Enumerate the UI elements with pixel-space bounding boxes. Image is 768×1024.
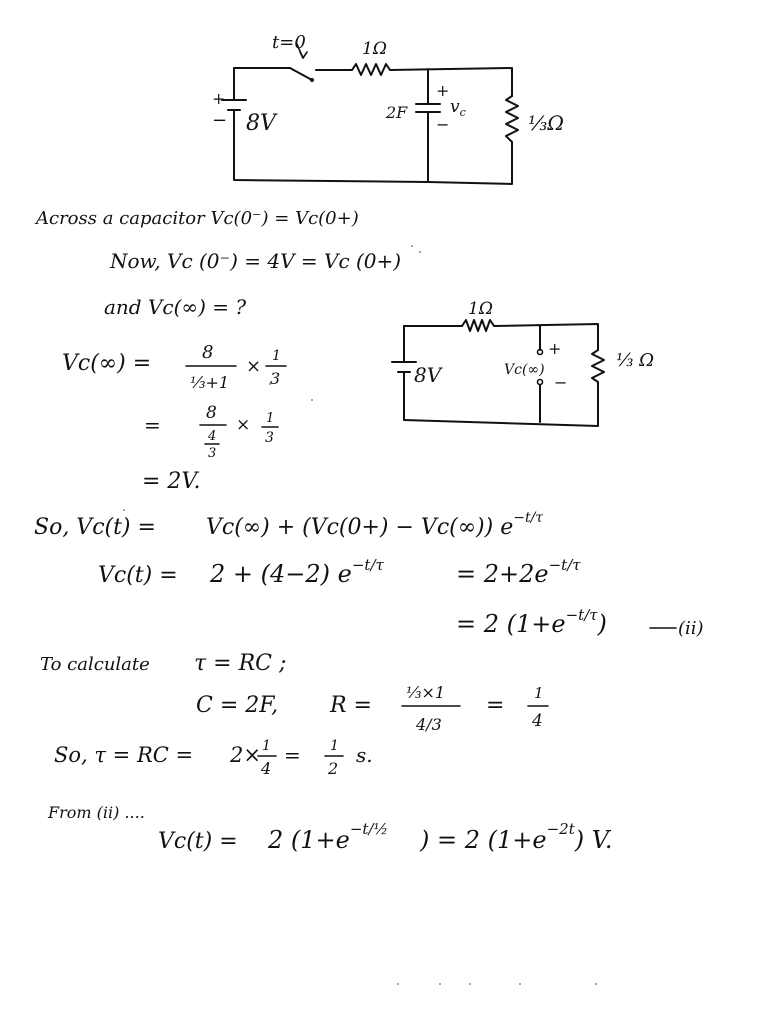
series-resistor-label: 1Ω — [362, 39, 387, 59]
svg-text:1: 1 — [266, 411, 274, 426]
svg-text:3: 3 — [270, 369, 280, 388]
svg-text:=: = — [284, 743, 301, 767]
svg-text:4/3: 4/3 — [415, 715, 442, 734]
source-value-2: 8V — [414, 363, 444, 387]
line-across-capacitor: Across a capacitor Vc(0⁻) = Vc(0+) — [34, 208, 359, 229]
svg-text:2 (1+e−t/½: 2 (1+e−t/½ — [267, 820, 388, 854]
svg-text:C = 2F,: C = 2F, — [196, 693, 278, 718]
svg-text:3: 3 — [208, 446, 216, 461]
equation-tag: (ii) — [678, 618, 704, 639]
plus-sign-2: + — [548, 339, 561, 358]
line-to-calculate: To calculate — [40, 654, 150, 675]
svg-text:1: 1 — [262, 738, 271, 754]
svg-text:8: 8 — [206, 403, 217, 423]
vc-infinity-label: Vc(∞) — [504, 362, 545, 378]
circuit-2: 1Ω 8V Vc(∞) + − ⅓ Ω — [391, 299, 654, 427]
svg-text:) = 2 (1+e−2t) V.: ) = 2 (1+e−2t) V. — [419, 820, 612, 854]
svg-text:s.: s. — [356, 743, 373, 767]
svg-text:1: 1 — [330, 738, 339, 754]
svg-text:×: × — [236, 415, 250, 435]
svg-text:2×: 2× — [229, 743, 261, 767]
svg-text:=: = — [486, 693, 504, 718]
source-minus: − — [212, 110, 227, 131]
series-resistor-label-2: 1Ω — [468, 299, 493, 319]
line-vct-sub-b: 2 + (4−2) e−t/τ — [209, 556, 384, 588]
resistor-1ohm — [351, 63, 391, 76]
line-vct-sub-c: = 2+2e−t/τ — [456, 556, 581, 588]
line-tau-rc: τ = RC ; — [194, 651, 286, 676]
result-2v: = 2V. — [142, 469, 200, 494]
svg-text:=: = — [144, 413, 161, 437]
cap-plus: + — [436, 81, 449, 100]
svg-text:Vc(∞) =: Vc(∞) = — [62, 351, 151, 376]
circuit-1: t=0 1Ω + − 8V 2F + − vc ⅓Ω — [212, 32, 564, 185]
resistor-third-ohm-2 — [591, 349, 605, 383]
source-value: 8V — [246, 111, 278, 136]
svg-text:R =: R = — [329, 693, 372, 718]
line-now: Now, Vc (0⁻) = 4V = Vc (0+) — [109, 249, 401, 273]
scan-artifacts — [123, 245, 597, 985]
line-tau-value: So, τ = RC = 2× 1 4 = 1 2 s. — [54, 738, 373, 778]
line-from-ii: From (ii) .... — [47, 803, 145, 822]
svg-text:So, τ = RC =: So, τ = RC = — [54, 743, 193, 767]
resistor-third-ohm — [505, 95, 519, 143]
svg-text:1: 1 — [534, 684, 544, 702]
svg-text:×: × — [246, 356, 261, 377]
cap-minus: − — [436, 115, 449, 134]
minus-sign-2: − — [554, 373, 567, 392]
shunt-resistor-label-2: ⅓ Ω — [616, 350, 654, 371]
line-final-result: Vc(t) = 2 (1+e−t/½ ) = 2 (1+e−2t) V. — [158, 820, 612, 854]
source-plus: + — [212, 89, 225, 108]
svg-text:Vc(t) =: Vc(t) = — [158, 829, 238, 854]
svg-text:3: 3 — [265, 430, 274, 446]
cap-voltage: vc — [450, 97, 466, 119]
resistor-1ohm-2 — [461, 319, 495, 332]
svg-text:⅓×1: ⅓×1 — [406, 683, 445, 702]
svg-text:4: 4 — [531, 711, 543, 731]
line-so-vct: So, Vc(t) = — [34, 515, 156, 540]
line-and-vc-infinity: and Vc(∞) = ? — [104, 295, 246, 319]
line-c-r-values: C = 2F, R = ⅓×1 4/3 = 1 4 — [196, 683, 549, 734]
vc-infinity-calc-2: = 8 4 3 × 1 3 — [144, 403, 279, 461]
svg-text:4: 4 — [207, 429, 216, 444]
line-vct-factored: = 2 (1+e−t/τ) — [456, 606, 607, 638]
svg-text:⅓+1: ⅓+1 — [190, 373, 229, 392]
switch-label: t=0 — [272, 32, 306, 53]
svg-text:1: 1 — [272, 348, 281, 364]
cap-value: 2F — [385, 103, 408, 122]
svg-text:2: 2 — [327, 759, 338, 778]
svg-text:8: 8 — [202, 342, 213, 363]
switch-blade — [289, 67, 313, 81]
line-vct-sub-a: Vc(t) = — [98, 563, 178, 588]
line-vct-formula: Vc(∞) + (Vc(0+) − Vc(∞)) e−t/τ — [206, 510, 543, 540]
shunt-resistor-label: ⅓Ω — [528, 111, 564, 135]
svg-text:4: 4 — [260, 759, 271, 778]
vc-infinity-calc-1: Vc(∞) = 8 ⅓+1 × 1 3 — [62, 342, 287, 392]
